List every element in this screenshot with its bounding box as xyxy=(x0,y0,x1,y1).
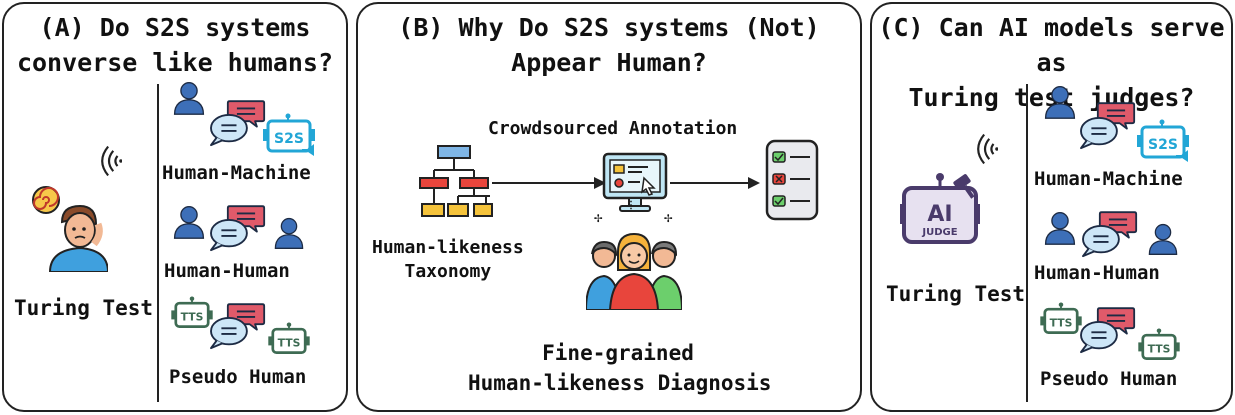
person-icon xyxy=(272,216,306,250)
crowd-icon xyxy=(586,232,682,310)
signal-icon xyxy=(972,132,998,166)
divider xyxy=(157,84,159,402)
tts-robot-icon xyxy=(1136,328,1182,364)
scenario-label: Human-Machine xyxy=(1034,168,1183,190)
scenario-label: Pseudo Human xyxy=(169,366,307,388)
person-icon xyxy=(1042,84,1078,120)
speech-bubble-icon xyxy=(1079,224,1121,258)
person-icon xyxy=(171,204,207,240)
panel-b-title: (B) Why Do S2S systems (Not) Appear Huma… xyxy=(398,13,820,77)
diagnosis-label: Fine-grained Human-likeness Diagnosis xyxy=(468,341,772,395)
person-icon xyxy=(171,80,207,116)
scenario-label: Human-Machine xyxy=(162,162,311,184)
taxonomy-label: Human-likeness Taxonomy xyxy=(372,237,524,282)
judge-badge-text: JUDGE xyxy=(921,227,957,238)
sparkle-icon: ✢ xyxy=(594,210,603,226)
panel-c: (C) Can AI models serve as Turing test j… xyxy=(870,2,1233,412)
tts-robot-icon xyxy=(266,322,312,358)
turing-test-label: Turing Test xyxy=(886,282,1026,306)
s2s-robot-icon xyxy=(260,112,320,158)
divider xyxy=(1026,84,1028,402)
arrow-icon xyxy=(492,177,606,189)
arrow-icon xyxy=(670,177,760,189)
speech-bubble-icon xyxy=(1077,320,1119,354)
speech-bubble-icon xyxy=(207,113,249,147)
ai-judge-icon: AI JUDGE xyxy=(900,173,980,244)
turing-test-label: Turing Test xyxy=(14,296,154,320)
scenario-label: Pseudo Human xyxy=(1040,368,1178,390)
taxonomy-tree-icon xyxy=(419,145,493,217)
scenario-label: Human-Human xyxy=(164,260,290,282)
scenario-label: Human-Human xyxy=(1034,262,1160,284)
signal-icon xyxy=(96,144,122,178)
monitor-icon xyxy=(602,152,668,212)
panel-b: (B) Why Do S2S systems (Not) Appear Huma… xyxy=(356,2,862,412)
crowdsourced-annotation-label: Crowdsourced Annotation xyxy=(488,118,738,139)
confused-person-icon xyxy=(32,186,108,272)
checklist-icon xyxy=(765,139,819,221)
panel-a: (A) Do S2S systems converse like humans?… xyxy=(2,2,348,412)
person-icon xyxy=(1042,210,1078,246)
judge-badge-ai: AI xyxy=(927,202,952,227)
s2s-robot-icon xyxy=(1134,118,1194,164)
speech-bubble-icon xyxy=(1077,116,1119,150)
sparkle-icon: ✢ xyxy=(664,210,673,226)
sparkle-icon: ⋮ xyxy=(626,200,636,211)
speech-bubble-icon xyxy=(207,218,249,252)
speech-bubble-icon xyxy=(207,316,249,350)
person-icon xyxy=(1146,222,1180,256)
panel-a-title: (A) Do S2S systems converse like humans? xyxy=(16,13,334,77)
